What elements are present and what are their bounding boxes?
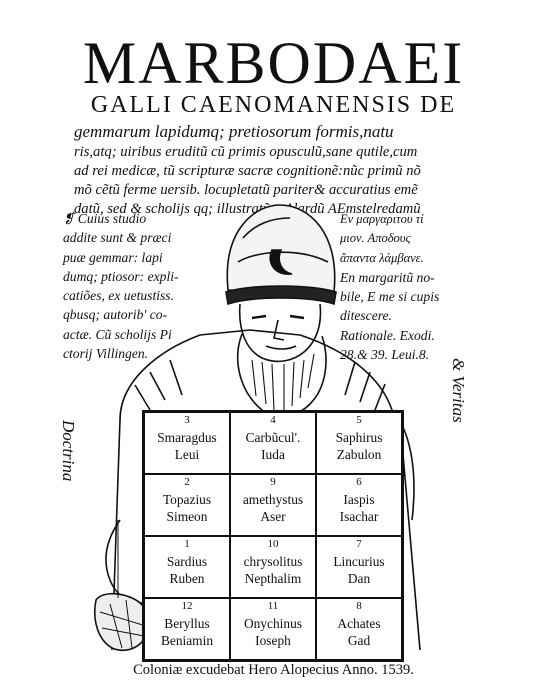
stone-name: Iaspis	[343, 492, 375, 507]
tribe-name: Ioseph	[255, 633, 291, 648]
stone-cell: 12 Beryllus Beniamin	[144, 598, 230, 660]
stone-cell: 6 Iaspis Isachar	[316, 474, 402, 536]
greek-line: ἄπαντα λάμβανε.	[340, 250, 424, 265]
colophon: Coloniæ excudebat Hero Alopecius Anno. 1…	[133, 662, 414, 678]
stone-name: Topazius	[162, 492, 212, 507]
intro-text: gemmarum lapidumq; pretiosorum formis,na…	[74, 121, 526, 219]
stone-name: amethystus	[242, 492, 304, 507]
stone-number: 4	[270, 414, 276, 426]
stone-number: 7	[356, 538, 362, 550]
stone-name: chrysolitus	[243, 554, 303, 569]
breastplate-grid: 3 Smaragdus Leui 4 Carbũcul'. Iuda 5 Sap…	[142, 410, 404, 662]
stone-cell: 10 chrysolitus Nepthalim	[230, 536, 316, 598]
stone-cell: 9 amethystus Aser	[230, 474, 316, 536]
stone-name: Saphirus	[335, 430, 383, 445]
stone-number: 2	[184, 476, 190, 488]
stone-number: 8	[356, 600, 362, 612]
tribe-name: Gad	[347, 633, 371, 648]
intro-line: datũ, sed & scholijs qq; illustratũ p Al…	[74, 201, 421, 217]
left-note-line: ❡ Cuius studio	[63, 211, 147, 226]
right-note-line: 28.& 39. Leui.8.	[340, 347, 430, 363]
left-note-line: ctorij Villingen.	[63, 346, 149, 362]
stone-number: 5	[356, 414, 362, 426]
left-note-line: dumq; ptiosor: expli-	[63, 268, 179, 284]
stone-number: 9	[270, 476, 276, 488]
stone-number: 11	[267, 600, 279, 612]
tribe-name: Aser	[260, 509, 286, 524]
stone-name: Carbũcul'.	[245, 430, 301, 445]
left-note-line: actæ. Cũ scholijs Pi	[63, 326, 172, 342]
right-note-line: bile, E me si cupis	[340, 289, 440, 305]
tribe-name: Beniamin	[160, 633, 214, 648]
intro-line: ad rei medicæ, tũ scripturæ sacræ cognit…	[74, 163, 421, 179]
stone-name: Achates	[337, 616, 381, 631]
stone-name: Onychinus	[243, 616, 303, 631]
stone-name: Lincurius	[333, 554, 385, 569]
stone-cell: 2 Topazius Simeon	[144, 474, 230, 536]
stone-cell: 11 Onychinus Ioseph	[230, 598, 316, 660]
tribe-name: Ruben	[169, 571, 205, 586]
right-note-line: En margaritũ no-	[340, 269, 435, 285]
stone-number: 6	[356, 476, 362, 488]
tribe-name: Isachar	[339, 509, 379, 524]
greek-line: Εν μαργαριτου τί	[340, 212, 424, 226]
stone-number: 3	[184, 414, 190, 426]
right-note-line: Rationale. Exodi.	[340, 327, 435, 343]
tribe-name: Dan	[347, 571, 371, 586]
page-title: MARBODAEI	[82, 30, 465, 96]
stone-name: Beryllus	[164, 616, 210, 631]
tribe-name: Nepthalim	[244, 571, 302, 586]
tribe-name: Zabulon	[336, 447, 382, 462]
right-note-line: ditescere.	[340, 308, 392, 324]
left-note-line: catiões, ex uetustiss.	[63, 288, 174, 304]
stone-cell: 5 Saphirus Zabulon	[316, 412, 402, 474]
left-note-line: puæ gemmar: lapi	[63, 249, 163, 265]
stone-name: Smaragdus	[157, 430, 217, 445]
tribe-name: Iuda	[261, 447, 285, 462]
left-note: ❡ Cuius studio addite sunt & præci puæ g…	[63, 209, 233, 363]
tribe-name: Simeon	[166, 509, 208, 524]
left-note-line: qbusq; autorib' co-	[63, 307, 168, 323]
stone-number: 12	[181, 600, 193, 612]
side-label-left: Doctrina	[59, 420, 78, 482]
tribe-name: Leui	[174, 447, 200, 462]
intro-line: mõ cẽtũ ferme uersib. locupletatũ parite…	[74, 182, 418, 198]
stone-cell: 4 Carbũcul'. Iuda	[230, 412, 316, 474]
page-subtitle: GALLI CAENOMANENSIS DE	[90, 92, 457, 118]
stone-cell: 3 Smaragdus Leui	[144, 412, 230, 474]
side-label-right: & Veritas	[449, 358, 468, 423]
stone-name: Sardius	[166, 554, 208, 569]
stone-cell: 7 Lincurius Dan	[316, 536, 402, 598]
stone-number: 10	[267, 538, 279, 550]
stone-cell: 1 Sardius Ruben	[144, 536, 230, 598]
right-note: Εν μαργαριτου τί μιον. Αποδους ἄπαντα λά…	[340, 210, 490, 364]
stone-number: 1	[184, 538, 190, 550]
stone-cell: 8 Achates Gad	[316, 598, 402, 660]
left-note-line: addite sunt & præci	[63, 230, 172, 246]
greek-line: μιον. Αποδους	[340, 231, 411, 246]
intro-line: ris,atq; uiribus eruditũ cũ primis opusc…	[74, 144, 418, 160]
intro-line: gemmarum lapidumq; pretiosorum formis,na…	[74, 122, 394, 141]
